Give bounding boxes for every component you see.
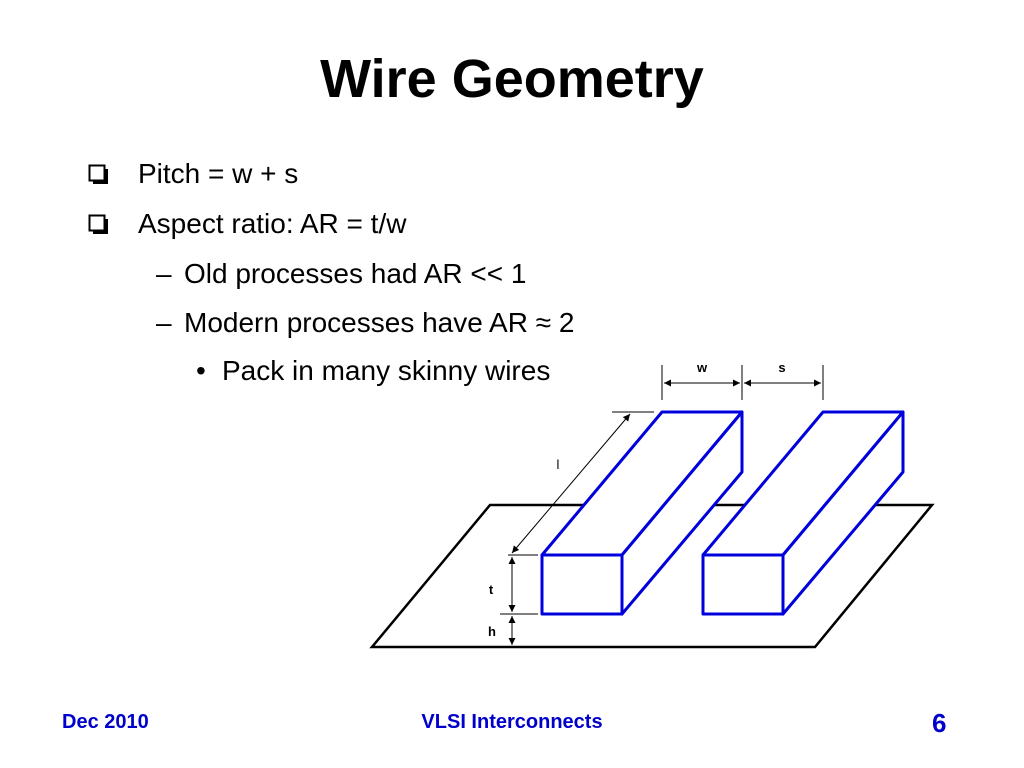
bullet-text: Aspect ratio: AR = t/w bbox=[138, 208, 407, 239]
footer-title: VLSI Interconnects bbox=[421, 711, 603, 733]
height-label: h bbox=[488, 624, 496, 639]
bullet-text: Pitch = w + s bbox=[138, 158, 299, 189]
thickness-label: t bbox=[489, 582, 494, 597]
sub-bullet-text: Modern processes have AR ≈ 2 bbox=[184, 307, 575, 338]
checkbox-bullet-icon bbox=[88, 214, 108, 234]
sub-bullet-text: Old processes had AR << 1 bbox=[184, 258, 527, 289]
spacing-label: s bbox=[778, 360, 785, 375]
width-label: w bbox=[696, 360, 708, 375]
dot-marker: • bbox=[196, 355, 206, 386]
checkbox-bullet-icon bbox=[88, 164, 108, 184]
footer-date: Dec 2010 bbox=[62, 711, 149, 733]
dash-marker: – bbox=[156, 307, 172, 338]
wire-2 bbox=[701, 410, 905, 616]
dash-marker: – bbox=[156, 258, 172, 289]
bullet-list: Pitch = w + s Aspect ratio: AR = t/w – O… bbox=[88, 158, 575, 386]
slide-title: Wire Geometry bbox=[320, 49, 704, 109]
length-label: l bbox=[557, 457, 560, 472]
sub-sub-bullet-text: Pack in many skinny wires bbox=[222, 355, 551, 386]
dimension-lines bbox=[500, 365, 824, 648]
page-number: 6 bbox=[932, 708, 947, 738]
